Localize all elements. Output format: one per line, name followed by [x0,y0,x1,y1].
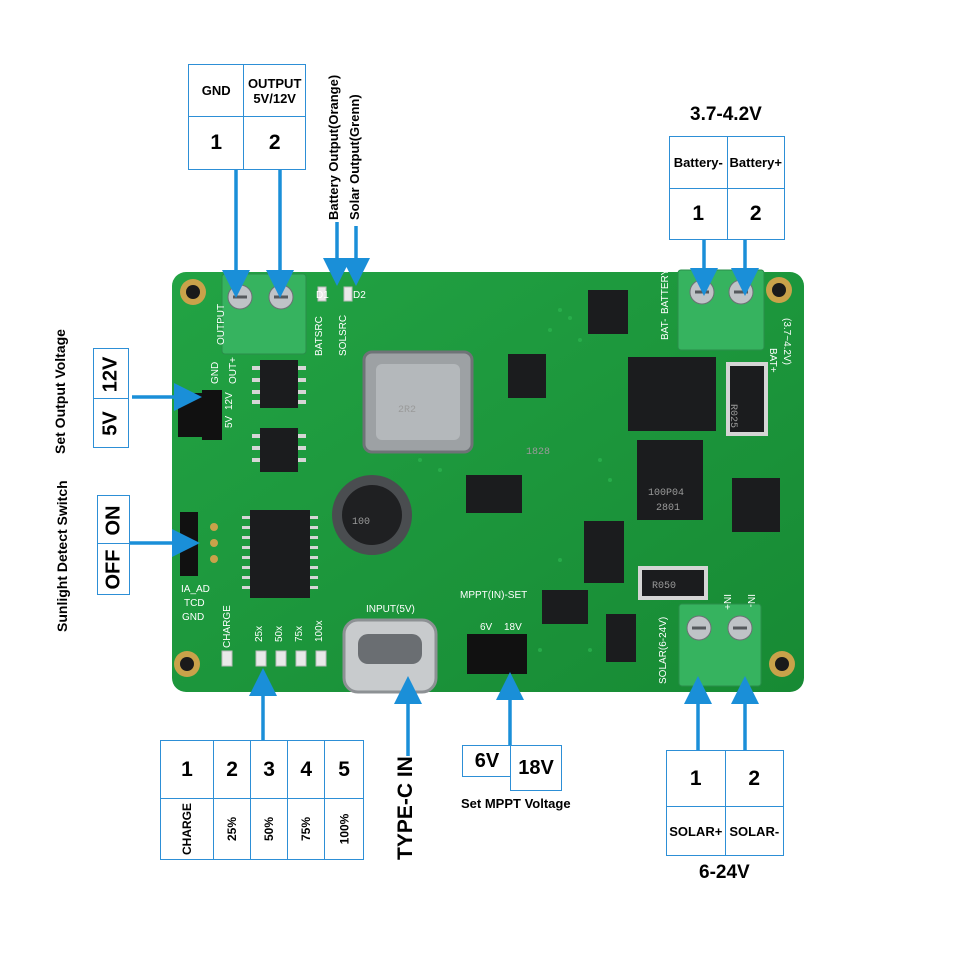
silk-charge: CHARGE [222,605,233,648]
silk-75: 75x [294,626,305,642]
silk-out-plus: OUT+ [228,357,239,384]
silk-solsrc: SOLSRC [338,315,349,356]
silk-j5v: 5V [224,415,235,428]
silk-chip-code: 1828 [526,447,550,458]
shunt-resistors [638,362,768,600]
silk-j12v: 12V [224,392,235,410]
output-voltage-5v: 5V [93,398,129,448]
battery-voltage-range: 3.7-4.2V [690,104,762,125]
silk-inductor-big: 2R2 [398,405,416,416]
solar-terminal-table: 1 2 SOLAR+ SOLAR- [666,750,784,856]
charge-label-charge: CHARGE [159,798,215,860]
inductor-100 [332,475,412,555]
jumper-headers [178,390,527,674]
typec-connector [342,618,438,694]
battery-header-plus: Battery+ [726,136,785,189]
silk-bat-minus: BAT- [660,319,671,340]
mppt-6v: 6V [462,745,512,777]
inductor-2r2 [362,350,474,454]
output-pin-2: 2 [243,116,306,170]
silk-input5v: INPUT(5V) [366,604,415,615]
silk-bat-range: (3.7~4.2V) [781,318,792,365]
battery-header-minus: Battery- [669,136,728,189]
sunlight-switch-on: ON [97,495,130,545]
silk-output: OUTPUT [216,304,227,345]
solar-led-caption: Solar Output(Grenn) [347,94,362,220]
charge-num-5: 5 [324,740,364,799]
silk-resistor2: R050 [652,581,676,592]
charge-num-1: 1 [159,740,215,799]
silk-d1: D1 [316,290,329,301]
output-terminal-table: GND OUTPUT 5V/12V 1 2 [187,64,306,170]
silk-bat-plus: BAT+ [767,348,778,373]
solar-header-minus: SOLAR- [724,806,784,856]
mppt-caption: Set MPPT Voltage [461,796,571,811]
silk-batsrc: BATSRC [314,316,325,356]
solar-pin-1: 1 [666,750,726,807]
charge-label-25: 25% [213,798,252,860]
silk-50: 50x [274,626,285,642]
silk-mosfet-sub: 2801 [656,503,680,514]
charge-num-4: 4 [287,740,326,799]
charge-label-50: 50% [250,798,289,860]
output-pin-1: 1 [187,116,245,170]
typec-label: TYPE-C IN [394,756,417,860]
sunlight-switch-caption: Sunlight Detect Switch [54,480,70,632]
silk-resistor1: R025 [727,404,738,428]
solar-voltage-range: 6-24V [699,862,750,883]
output-voltage-caption: Set Output Voltage [52,329,68,454]
battery-pin-1: 1 [669,188,728,240]
charge-num-3: 3 [250,740,289,799]
charge-label-100: 100% [324,798,364,860]
status-leds [221,286,353,667]
mppt-18v: 18V [510,745,562,791]
output-header-gnd: GND [187,64,245,117]
ic-pins [242,366,318,589]
silk-inductor-small: 100 [352,517,370,528]
charge-indicator-table: 1 2 3 4 5 CHARGE 25% 50% 75% 100% [159,740,364,860]
solar-pin-2: 2 [724,750,784,807]
solar-header-plus: SOLAR+ [666,806,726,856]
silk-gnd: GND [210,362,221,384]
silk-d2: D2 [353,290,366,301]
ic-chips [250,290,780,662]
silk-25: 25x [254,626,265,642]
silk-mosfet: 100P04 [648,488,684,499]
silk-100: 100x [314,620,325,642]
silk-jp-18v: 18V [504,622,522,633]
charge-label-75: 75% [287,798,326,860]
battery-pin-2: 2 [726,188,785,240]
sunlight-switch-off: OFF [97,543,130,595]
silk-mppt-set: MPPT(IN)-SET [460,590,527,601]
battery-terminal-table: Battery- Battery+ 1 2 [669,136,785,240]
charge-num-2: 2 [213,740,252,799]
output-header-output: OUTPUT 5V/12V [243,64,306,117]
battery-led-caption: Battery Output(Orange) [326,74,341,220]
silk-in-plus: IN+ [721,594,732,610]
silk-ia-ad: IA_AD [181,584,210,595]
silk-in-minus: IN- [745,594,756,607]
silk-jp-6v: 6V [480,622,493,633]
silk-battery: BATTERY [660,268,671,314]
output-voltage-12v: 12V [93,348,129,400]
silk-tcd: TCD [184,598,205,609]
silk-solar-range: SOLAR(6-24V) [658,617,669,684]
solar-terminal-block [678,603,762,687]
silk-gnd2: GND [182,612,204,623]
